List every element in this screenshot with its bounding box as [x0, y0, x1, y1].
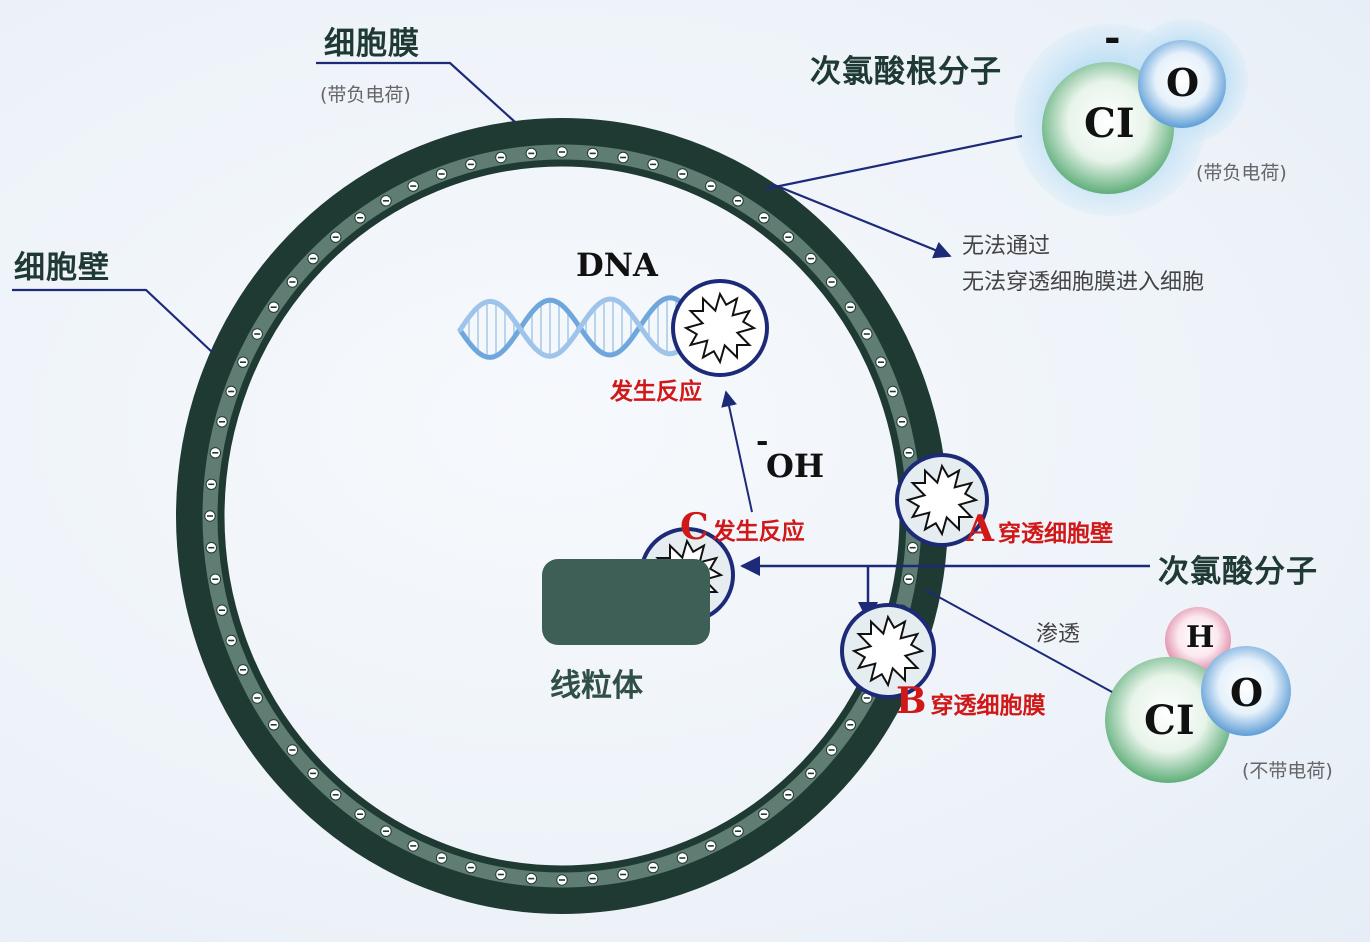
- hypochlorite-label: 次氯酸根分子: [810, 54, 1002, 90]
- burst-a: [895, 453, 989, 547]
- reaction-burst: [683, 291, 757, 365]
- step-b-letter: B: [896, 680, 927, 722]
- oh-arrow: [721, 390, 753, 513]
- hypochlorous-label: 次氯酸分子: [1158, 554, 1318, 590]
- hypochlorous-charge-label: (不带电荷): [1242, 760, 1333, 782]
- wall-leader-line: [12, 288, 213, 353]
- membrane-leader-line: [316, 61, 516, 123]
- reaction-burst: [905, 463, 979, 537]
- osmosis-label: 渗透: [1036, 622, 1081, 647]
- step-a-text: 穿透细胞壁: [997, 521, 1113, 547]
- dna-reaction-label: 发生反应: [610, 379, 702, 405]
- hypochlorite-line: [764, 134, 1023, 191]
- hypochlorite-molecule: [1014, 19, 1248, 216]
- hypochlorite-charge-sign: -: [1104, 14, 1121, 61]
- dna-helix: [457, 295, 703, 360]
- hypochlorous-h-symbol: H: [1186, 620, 1215, 655]
- hypochlorous-o-symbol: O: [1230, 670, 1264, 715]
- burst-b: [840, 603, 936, 699]
- burst-dna: [671, 279, 769, 377]
- mitochondria-body: [542, 559, 710, 645]
- hypochlorite-cl-symbol: CI: [1084, 100, 1135, 147]
- cannot-pass-detail: 无法穿透细胞膜进入细胞: [962, 270, 1205, 295]
- cannot-pass-arrow: [771, 182, 952, 259]
- hydroxide-label: OH: [766, 447, 825, 485]
- hydroxide-charge: -: [756, 424, 769, 459]
- reaction-c-letter: C: [680, 506, 709, 548]
- cell-wall: [176, 118, 948, 914]
- wall-label: 细胞壁: [14, 250, 110, 286]
- reaction-c-text: 发生反应: [712, 519, 805, 545]
- hypochlorite-o-symbol: O: [1166, 60, 1200, 105]
- dna-strand: [457, 296, 703, 359]
- hypochlorite-charge-label: (带负电荷): [1196, 162, 1287, 184]
- membrane-charge-label: (带负电荷): [320, 84, 411, 106]
- osmosis-line: [925, 589, 1113, 693]
- reaction-burst: [851, 614, 925, 688]
- hypochlorous-cl-symbol: CI: [1144, 697, 1195, 744]
- step-a-letter: A: [966, 508, 994, 550]
- step-b-text: 穿透细胞膜: [930, 693, 1046, 719]
- hypochlorous-molecule: [1105, 607, 1291, 783]
- mitochondria-label: 线粒体: [550, 668, 643, 704]
- cannot-pass-text: 无法通过: [962, 234, 1051, 259]
- dna-label: DNA: [576, 246, 658, 284]
- membrane-label: 细胞膜: [324, 26, 420, 62]
- negative-charges: [204, 146, 920, 886]
